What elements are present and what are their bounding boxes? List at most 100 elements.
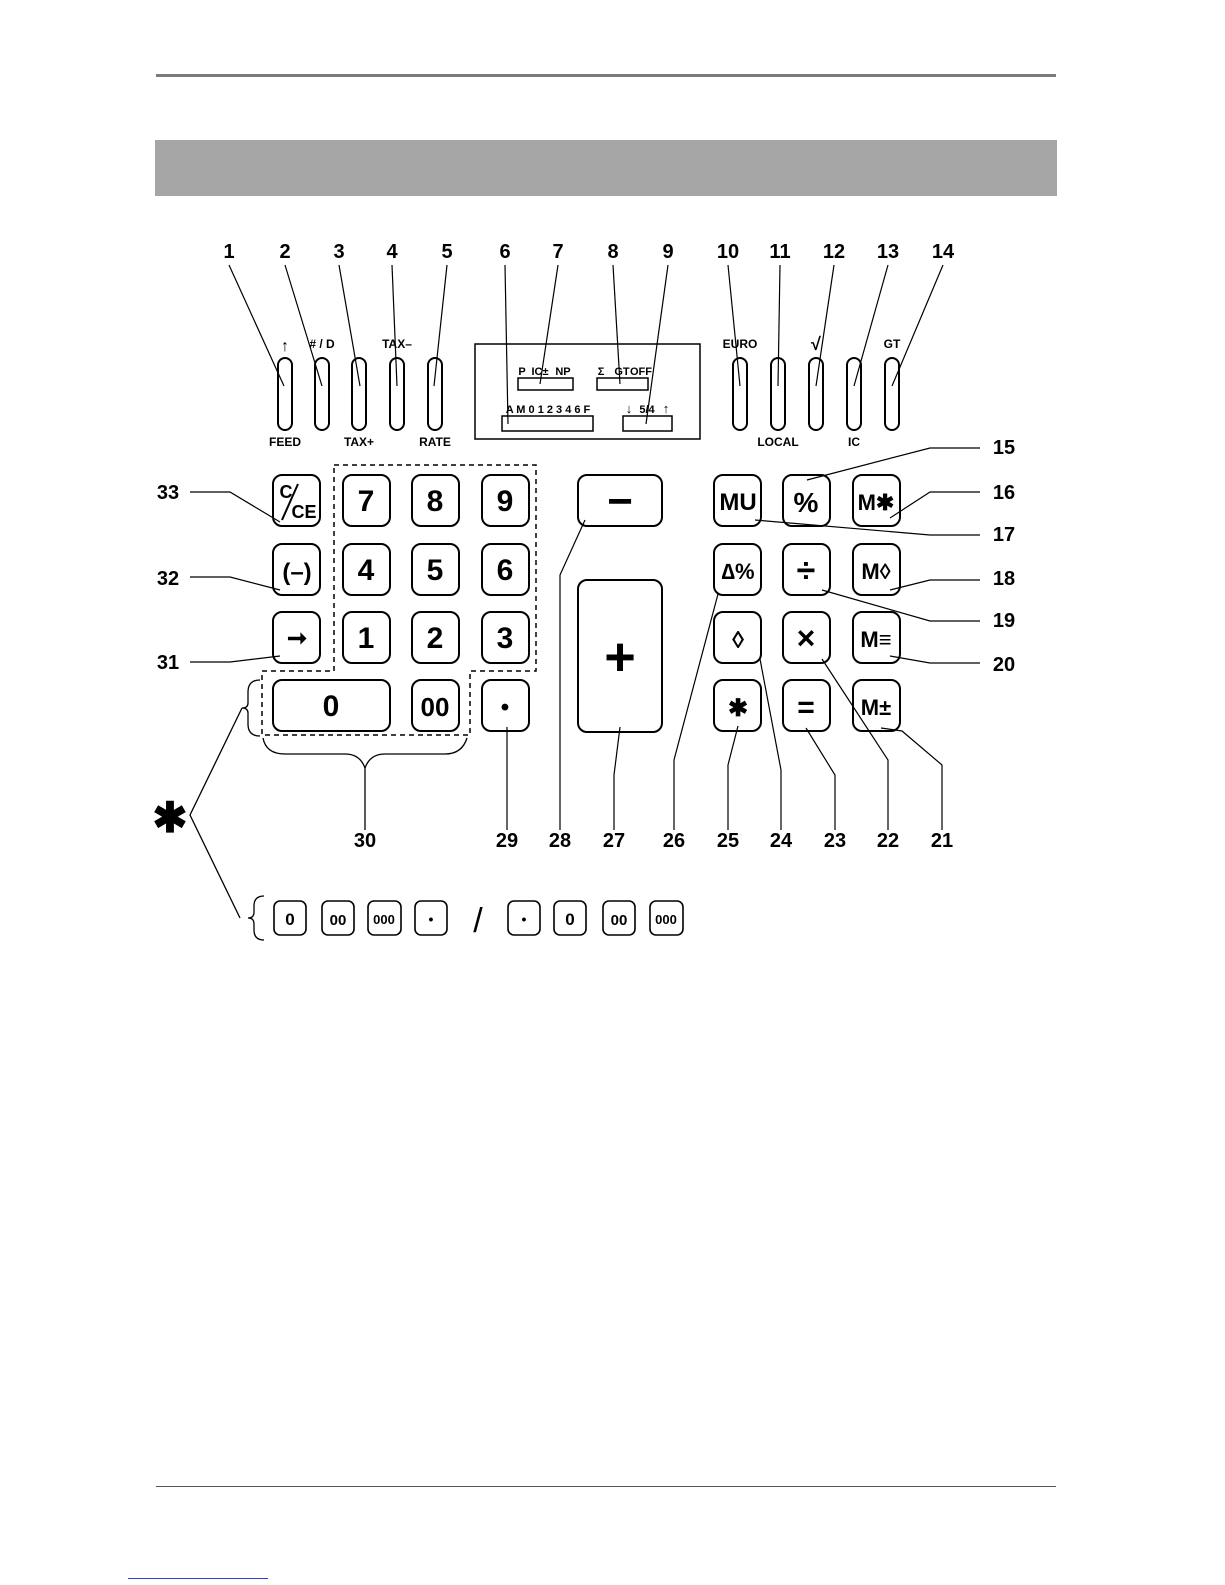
key-1-label: 1 (358, 622, 375, 655)
delta-percent-key-label: ∆% (721, 559, 754, 584)
callout-31: 31 (157, 652, 179, 674)
subtotal-key-label: ◊ (732, 627, 744, 654)
rounding-selector[interactable] (623, 416, 672, 431)
callout-20: 20 (993, 654, 1015, 676)
selector-panel-frame (475, 344, 700, 439)
alt-key-00-2-label: 00 (611, 912, 628, 929)
key-0-label: 0 (323, 690, 340, 723)
alt-key-dot-2-label: • (522, 911, 527, 927)
callout-26: 26 (663, 830, 685, 852)
callout-18: 18 (993, 568, 1015, 590)
callout-28: 28 (549, 830, 571, 852)
key-0-00-bracket (263, 738, 467, 830)
key-7-label: 7 (358, 485, 375, 518)
print-mode-selector[interactable] (518, 378, 573, 390)
callout-23: 23 (824, 830, 846, 852)
callout-2: 2 (279, 241, 290, 263)
callout-12: 12 (823, 241, 845, 263)
shift-key-label: ➞ (287, 625, 307, 652)
callout-14: 14 (932, 241, 955, 263)
key-labels: 7 8 9 4 5 6 1 2 3 0 00 • − + MU % M✱ ∆% … (280, 477, 895, 724)
decimal-selector[interactable] (502, 416, 593, 431)
key-3-label: 3 (497, 622, 514, 655)
mode-ic-label: IC± (531, 366, 548, 378)
total-key-label: ✱ (728, 695, 748, 722)
callout-21: 21 (931, 830, 953, 852)
alt-key-dot-label: • (429, 911, 434, 927)
key-8-label: 8 (427, 485, 444, 518)
markup-key-label: MU (719, 489, 756, 516)
callout-6: 6 (499, 241, 510, 263)
key-6-label: 6 (497, 554, 514, 587)
alt-key-0-2-label: 0 (565, 910, 574, 929)
alt-key-000-2-label: 000 (655, 912, 677, 927)
tax-plus-switch[interactable] (352, 358, 366, 430)
callout-4: 4 (386, 241, 398, 263)
asterisk-brace-bottom (248, 896, 264, 940)
asterisk-pointer (190, 708, 242, 918)
percent-key-label: % (794, 487, 819, 518)
gt-switch[interactable] (885, 358, 899, 430)
callout-1: 1 (223, 241, 234, 263)
callout-15: 15 (993, 437, 1015, 459)
key-5-label: 5 (427, 554, 444, 587)
gt-label: GT (884, 337, 901, 351)
feed-switch[interactable] (278, 358, 292, 430)
rate-label: RATE (419, 435, 451, 449)
ic-label: IC (848, 435, 860, 449)
sum-label: Σ (598, 366, 605, 378)
multiply-key-label: × (797, 620, 816, 656)
decimal-key-label: • (501, 694, 509, 721)
selector-panel: P IC± NP Σ GT OFF A M 0 1 2 3 4 6 F ↓ 5/… (475, 344, 700, 439)
memory-plus-minus-key-label: M± (861, 695, 891, 720)
mode-p-label: P (518, 366, 525, 378)
rate-switch[interactable] (428, 358, 442, 430)
callout-25: 25 (717, 830, 739, 852)
callout-24: 24 (770, 830, 793, 852)
local-label: LOCAL (757, 435, 798, 449)
memory-subtotal-key-label: M◊ (861, 559, 890, 584)
callout-17: 17 (993, 524, 1015, 546)
alt-key-00-label: 00 (330, 912, 347, 929)
tax-plus-label: TAX+ (344, 435, 374, 449)
callout-16: 16 (993, 482, 1015, 504)
mode-np-label: NP (555, 366, 570, 378)
key-4-label: 4 (358, 554, 375, 587)
callout-9: 9 (662, 241, 673, 263)
decimal-positions-label: A M 0 1 2 3 4 6 F (506, 404, 591, 416)
key-00-label: 00 (421, 692, 450, 722)
accumulation-selector[interactable] (597, 378, 648, 390)
tax-minus-switch[interactable] (390, 358, 404, 430)
callout-11: 11 (769, 241, 790, 263)
callout-29: 29 (496, 830, 518, 852)
key-2-label: 2 (427, 622, 444, 655)
euro-label: EURO (723, 337, 758, 351)
key-9-label: 9 (497, 485, 514, 518)
alt-slash: / (473, 902, 483, 940)
callout-3: 3 (333, 241, 344, 263)
off-label: OFF (630, 366, 652, 378)
sqrt-switch[interactable] (809, 358, 823, 430)
round-up-label: ↑ (663, 401, 670, 416)
callout-33: 33 (157, 482, 179, 504)
callout-30: 30 (354, 830, 376, 852)
minus-key-label: − (607, 477, 633, 526)
callout-8: 8 (607, 241, 618, 263)
callout-19: 19 (993, 610, 1015, 632)
alt-key-000-label: 000 (373, 912, 395, 927)
alt-key-0-label: 0 (285, 910, 294, 929)
sqrt-label: √ (811, 334, 821, 354)
sign-change-key-label: (–) (282, 559, 311, 586)
feed-label: FEED (269, 435, 301, 449)
plus-key-label: + (604, 627, 636, 687)
callout-5: 5 (441, 241, 452, 263)
equals-key-label: = (797, 691, 815, 724)
feed-arrow-label: ↑ (281, 338, 289, 355)
tax-minus-label: TAX– (382, 337, 412, 351)
callout-7: 7 (552, 241, 563, 263)
euro-switch[interactable] (733, 358, 747, 430)
callout-10: 10 (717, 241, 739, 263)
round-down-label: ↓ (626, 401, 633, 416)
